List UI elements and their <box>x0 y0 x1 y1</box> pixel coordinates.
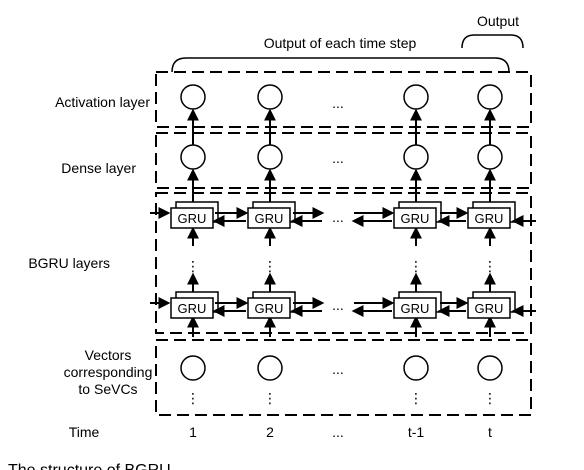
figure-caption: The structure of BGRU <box>8 462 171 470</box>
col-t-1-dense-node <box>403 144 429 170</box>
output-label: Output <box>477 13 519 29</box>
col-1-gru-bottom-label: GRU <box>178 301 207 316</box>
time-step-t-1: t-1 <box>408 424 425 440</box>
col-1-vdots-input: ⋮ <box>186 390 200 406</box>
vectors-label-line1: Vectors <box>85 347 132 363</box>
col-2-dense-node <box>257 144 283 170</box>
output-each-timestep-label: Output of each time step <box>264 35 417 51</box>
output-each-brace <box>171 57 510 73</box>
col-2-activation-node <box>257 84 283 110</box>
bgru-layers-label: BGRU layers <box>28 255 110 271</box>
col-t-1-vdots-input: ⋮ <box>409 390 423 406</box>
dense-layer-box <box>155 132 532 189</box>
vectors-box <box>155 339 532 416</box>
col-t-gru-top-label: GRU <box>475 211 504 226</box>
ellipsis-dense: ... <box>332 150 344 166</box>
col-2-vdots-input: ⋮ <box>263 390 277 406</box>
output-brace <box>461 34 524 49</box>
ellipsis-vectors: ... <box>332 361 344 377</box>
col-t-gru-bottom-label: GRU <box>475 301 504 316</box>
time-label: Time <box>69 424 100 440</box>
col-2-input-node <box>257 355 283 381</box>
col-1-input-node <box>180 355 206 381</box>
col-t-vdots-input: ⋮ <box>483 390 497 406</box>
col-1-activation-node <box>180 84 206 110</box>
col-t-dense-node <box>477 144 503 170</box>
vectors-label-line3: to SeVCs <box>78 381 137 397</box>
col-2-gru-top-label: GRU <box>255 211 284 226</box>
vectors-label-line2: corresponding <box>64 364 153 380</box>
ellipsis-gru-bottom: ... <box>332 297 344 313</box>
col-t-input-node <box>477 355 503 381</box>
time-step-2: 2 <box>266 424 274 440</box>
col-2-vdots-gru: ⋮ <box>263 258 277 274</box>
time-step-columns: ⋮ ⋮ GRU GRU ⋮ ⋮ GRU GRU ⋮ ⋮ GRU GRU ⋮ ⋮ GRU GRU <box>150 84 536 406</box>
col-t-1-gru-top-label: GRU <box>401 211 430 226</box>
col-t-1-activation-node <box>403 84 429 110</box>
bgru-layers-box <box>155 192 532 334</box>
ellipsis-gru-top: ... <box>332 209 344 225</box>
col-t-vdots-gru: ⋮ <box>483 258 497 274</box>
col-2-gru-bottom-label: GRU <box>255 301 284 316</box>
col-1-vdots-gru: ⋮ <box>186 258 200 274</box>
col-t-activation-node <box>477 84 503 110</box>
time-step-t: t <box>488 424 492 440</box>
ellipsis-activation: ... <box>332 95 344 111</box>
time-step-ellipsis: ... <box>332 424 344 440</box>
col-1-gru-top-label: GRU <box>178 211 207 226</box>
col-t-1-input-node <box>403 355 429 381</box>
time-step-1: 1 <box>189 424 197 440</box>
col-t-1-vdots-gru: ⋮ <box>409 258 423 274</box>
activation-layer-box <box>155 71 532 128</box>
col-1-dense-node <box>180 144 206 170</box>
activation-layer-label: Activation layer <box>55 94 150 110</box>
dense-layer-label: Dense layer <box>61 160 136 176</box>
col-t-1-gru-bottom-label: GRU <box>401 301 430 316</box>
